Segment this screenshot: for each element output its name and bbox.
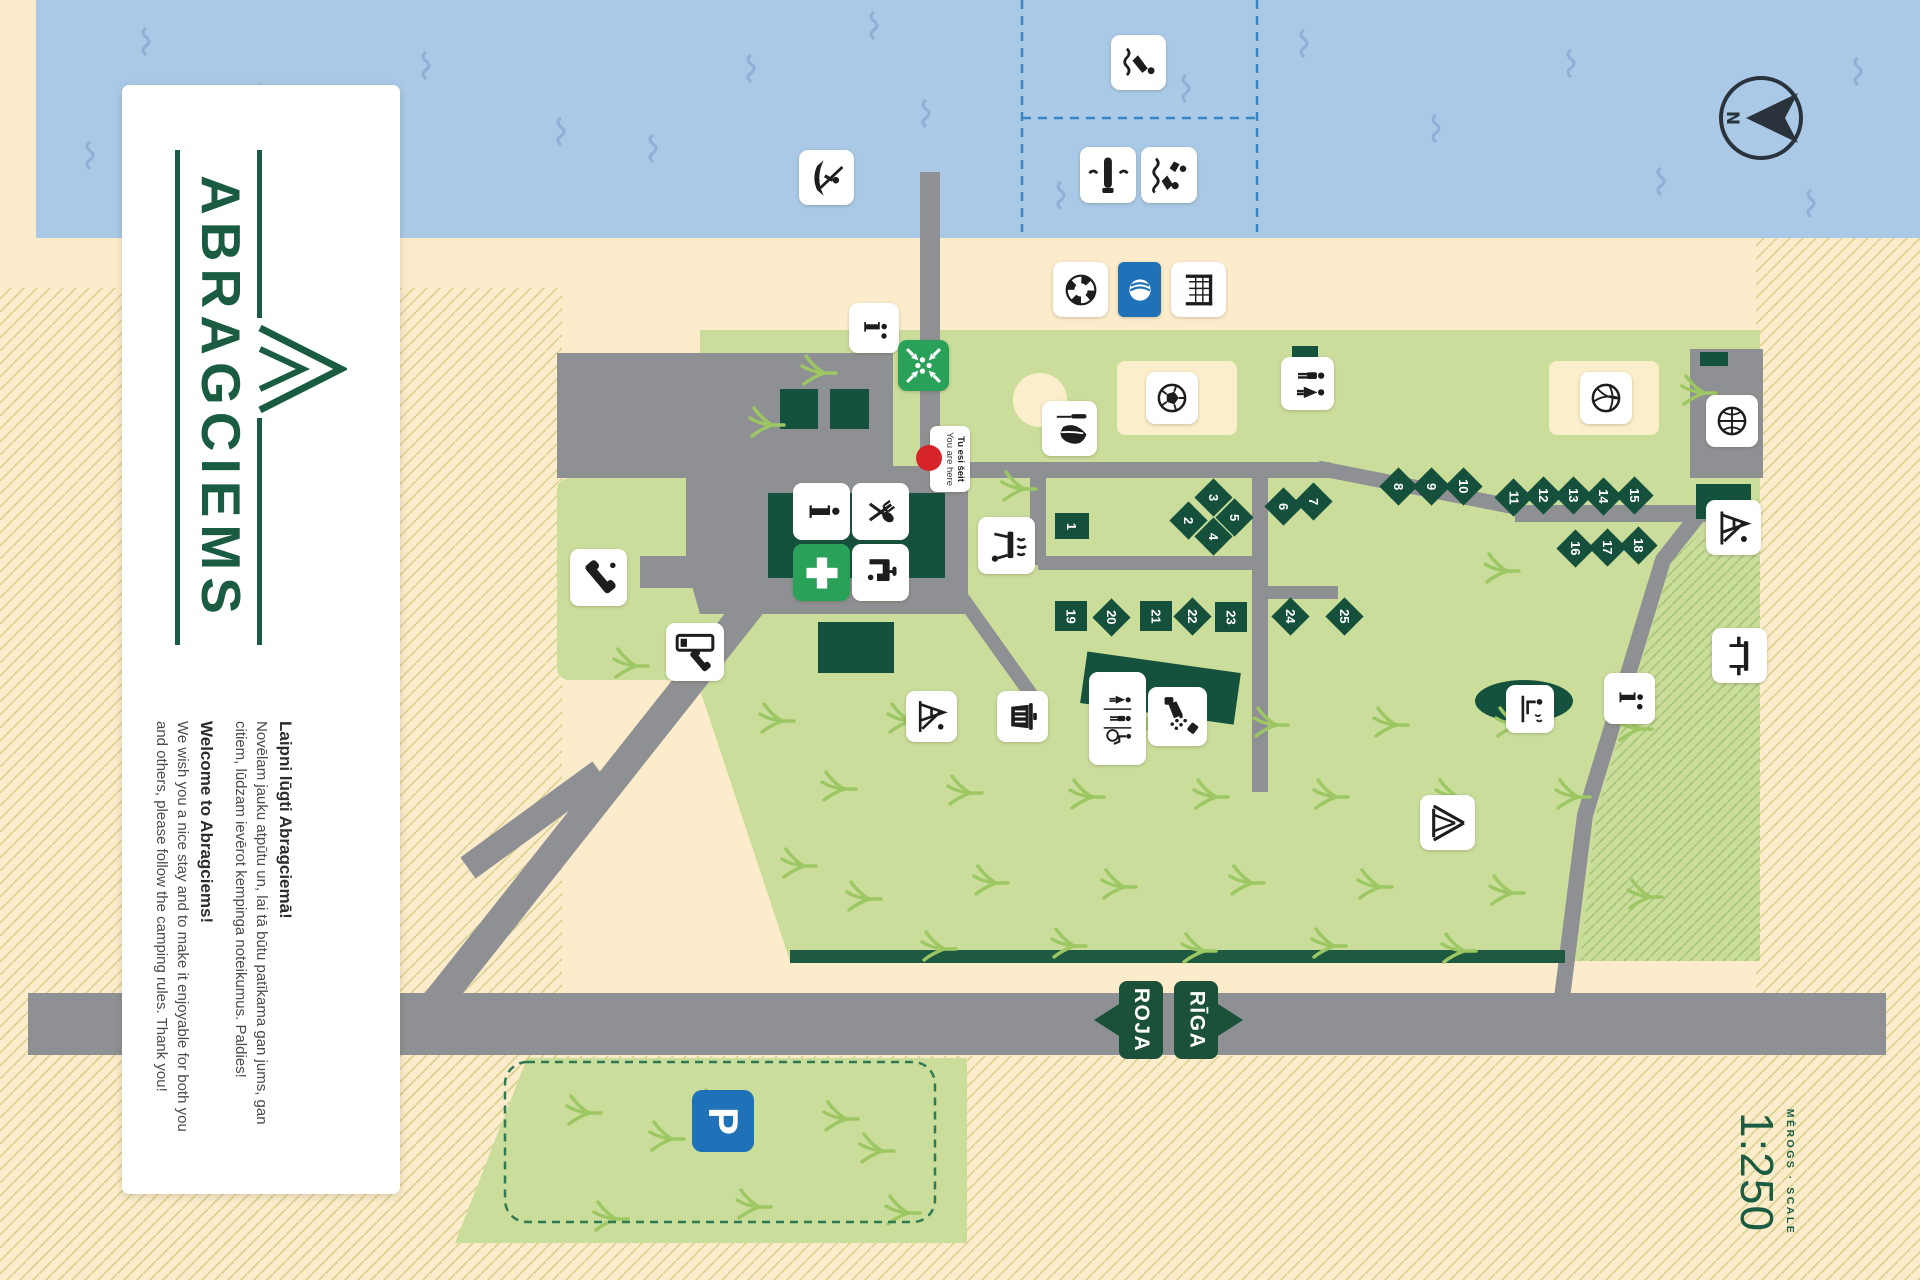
scale-value: 1:250	[1731, 1111, 1783, 1233]
playground-icon	[906, 691, 957, 742]
swim-boundary-icon	[1080, 147, 1136, 203]
plot-marker: 19	[1055, 601, 1087, 631]
information-icon: i	[793, 483, 850, 540]
tent-field-boundary	[503, 1060, 937, 1224]
info-point-icon: i	[1604, 673, 1655, 724]
plot-number: 12	[1535, 487, 1551, 503]
chevron-left-icon	[1094, 1004, 1119, 1036]
plot-number: 6	[1275, 502, 1291, 510]
pier	[920, 172, 940, 494]
svg-text:i: i	[799, 503, 845, 518]
bbq-grill-icon	[978, 517, 1035, 574]
plot-number: 24	[1282, 608, 1298, 624]
plot-number: 9	[1423, 482, 1439, 490]
plot-number: 2	[1180, 516, 1196, 524]
info-point-icon: i	[849, 303, 899, 353]
legend-panel: ABRAGCIEMS Laipni lūgti Abragciemā! Novē…	[122, 85, 400, 1194]
you-are-here-lv: Tu esi šeit	[955, 436, 966, 482]
you-are-here-en: You are here	[944, 431, 955, 487]
sign-riga-label: RĪGA	[1185, 990, 1208, 1050]
brand-chevron-icon	[258, 324, 347, 414]
svg-text:i: i	[1611, 691, 1647, 703]
plot-number: 19	[1063, 608, 1079, 624]
volleyball-net-icon	[1171, 262, 1226, 317]
plot-number: 5	[1226, 513, 1242, 521]
compass-icon: N	[1719, 76, 1803, 160]
sauna-icon	[1506, 685, 1554, 733]
scale-label: MĒROGS · SCALE	[1784, 1108, 1796, 1236]
map-scale: MĒROGS · SCALE 1:250	[1718, 1107, 1796, 1237]
tent-icon	[1420, 795, 1475, 850]
toilets-icon	[1089, 672, 1146, 765]
logo-rule	[257, 150, 262, 318]
diving-icon	[1111, 35, 1166, 90]
logo-rule	[175, 150, 180, 645]
plot-marker: 1	[1055, 513, 1089, 539]
plot-number: 16	[1567, 540, 1583, 556]
basketball-icon	[1706, 395, 1758, 447]
parking-label: P	[699, 1106, 747, 1136]
blue-flag-icon	[1118, 262, 1161, 317]
parking-icon: P	[692, 1090, 754, 1152]
telephone-booth-icon	[666, 623, 724, 681]
meeting-point-icon	[898, 340, 949, 391]
plot-number: 8	[1390, 482, 1406, 490]
plot-number: 20	[1103, 609, 1119, 625]
sign-roja: ROJA	[1119, 981, 1163, 1059]
plot-number: 21	[1148, 608, 1164, 624]
plot-number: 11	[1505, 490, 1521, 504]
football-icon	[1146, 372, 1198, 424]
plot-number: 17	[1599, 539, 1615, 555]
plot-number: 22	[1184, 608, 1200, 624]
sign-roja-label: ROJA	[1130, 987, 1154, 1053]
waste-icon	[997, 691, 1048, 742]
plot-number: 14	[1595, 488, 1611, 504]
volleyball-icon	[1580, 372, 1632, 424]
logo-rule	[257, 418, 262, 645]
playground-icon	[1706, 500, 1761, 555]
first-aid-icon	[793, 544, 850, 601]
wc-icon	[1281, 357, 1334, 410]
plot-marker: 21	[1140, 601, 1172, 631]
you-are-here-dot	[916, 445, 942, 471]
welcome-text: Laipni lūgti Abragciemā! Novēlam jauku a…	[145, 721, 295, 1139]
plot-number: 13	[1565, 487, 1581, 503]
welcome-body-en: We wish you a nice stay and to make it e…	[152, 721, 191, 1132]
plot-number: 4	[1205, 532, 1221, 540]
children-swimming-icon	[1141, 147, 1197, 203]
welcome-body-lv: Novēlam jauku atpūtu un, lai tā būtu pat…	[232, 721, 270, 1125]
water-tap-icon	[852, 544, 909, 601]
rowing-boat-icon	[799, 150, 854, 205]
welcome-heading-lv: Laipni lūgti Abragciemā!	[276, 721, 295, 919]
plot-number: 1	[1064, 522, 1080, 530]
plot-number: 18	[1630, 537, 1646, 553]
plot-number: 25	[1336, 608, 1352, 624]
welcome-heading-en: Welcome to Abragciems!	[196, 721, 216, 924]
sign-riga: RĪGA	[1174, 981, 1218, 1059]
nature-leaf-icon	[1042, 401, 1097, 456]
plot-marker: 23	[1215, 602, 1247, 632]
telephone-icon	[570, 549, 627, 606]
bench-icon	[1712, 628, 1767, 683]
svg-text:i: i	[856, 321, 891, 332]
plot-number: 3	[1205, 493, 1221, 501]
plot-number: 10	[1455, 478, 1471, 494]
plot-number: 15	[1626, 487, 1642, 503]
lifebuoy-icon	[1053, 262, 1108, 317]
plot-number: 7	[1305, 497, 1321, 505]
brand-wordmark: ABRAGCIEMS	[190, 175, 252, 621]
compass-north-label: N	[1722, 111, 1742, 125]
restaurant-icon	[852, 483, 909, 540]
plot-number: 23	[1223, 609, 1239, 625]
shower-icon	[1148, 687, 1207, 746]
hedge-strip	[790, 950, 1565, 963]
chevron-right-icon	[1218, 1004, 1243, 1036]
swim-zone-boundary	[1020, 0, 1259, 232]
